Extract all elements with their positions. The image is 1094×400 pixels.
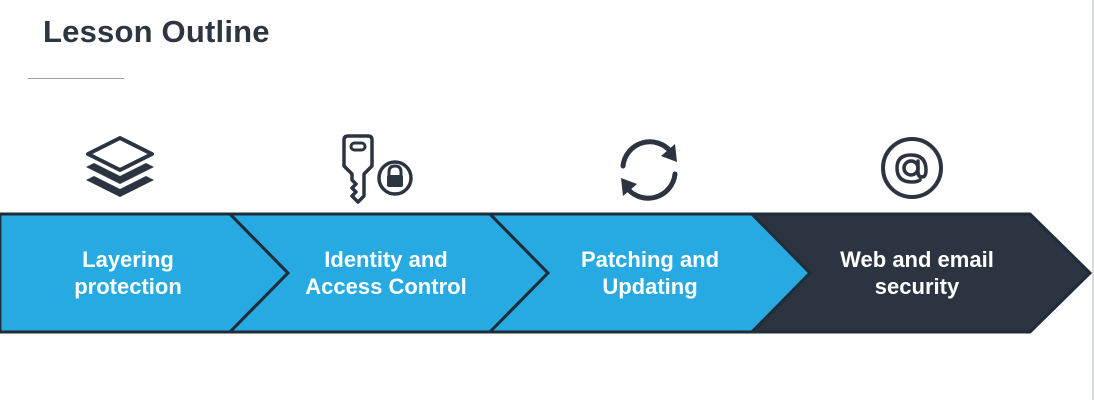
step-label-patching-updating: Patching and Updating <box>580 247 720 299</box>
step-4-chevron <box>748 212 1093 334</box>
slide-edge <box>1092 0 1094 400</box>
page-title: Lesson Outline <box>43 14 270 49</box>
process-chevron-bar <box>0 212 1094 334</box>
layers-icon <box>80 130 160 210</box>
step-label-web-email-security: Web and email security <box>840 247 994 299</box>
title-underline <box>28 78 124 79</box>
at-sign-icon <box>872 130 952 210</box>
step-label-identity-access-control: Identity and Access Control <box>305 247 467 299</box>
sync-icon <box>609 130 689 210</box>
key-lock-icon <box>338 130 418 210</box>
step-label-layering-protection: Layering protection <box>74 247 182 299</box>
